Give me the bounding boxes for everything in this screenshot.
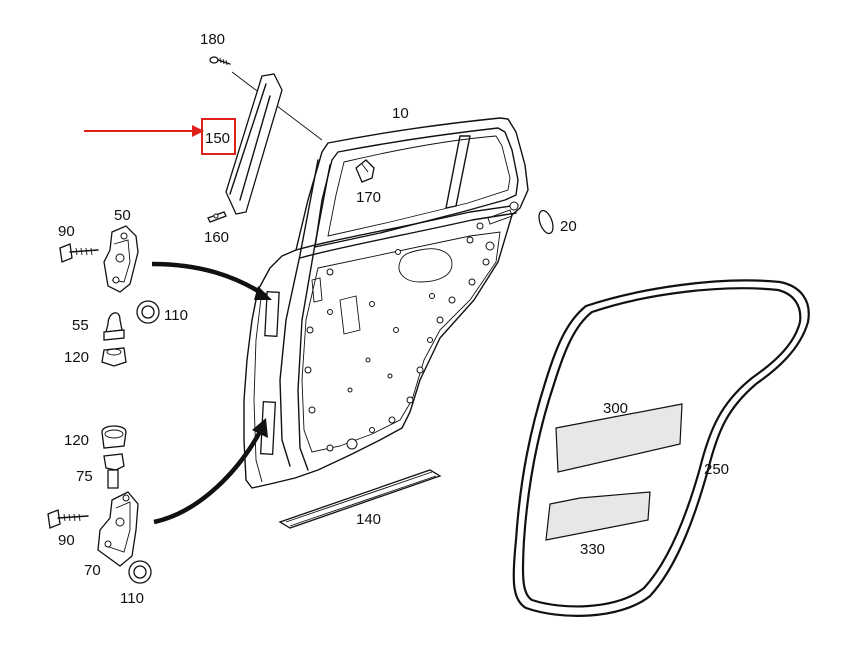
label-170: 170 [356,189,381,206]
door-seal-250 [512,279,810,617]
arrowhead-upper [254,286,272,300]
label-panel-330 [545,491,651,541]
door-shell [243,117,529,489]
label-120-bottom: 120 [64,432,89,449]
label-110-bottom: 110 [120,590,144,607]
label-75: 75 [76,468,93,485]
label-330: 330 [580,541,605,558]
label-150: 150 [205,130,230,147]
clip-170 [355,159,375,183]
label-250: 250 [704,461,729,478]
label-55: 55 [72,317,89,334]
highlight-box [201,118,236,155]
highlight-arrowhead [192,125,204,137]
clip-160 [207,211,227,223]
nut-120-top [101,347,127,367]
hinge-70 [97,491,139,567]
plug-20 [538,209,554,235]
screw-180 [209,56,231,66]
label-90-top: 90 [58,223,75,240]
label-180: 180 [200,31,225,48]
label-140: 140 [356,511,381,528]
pin-55 [103,312,125,341]
window-channel-150 [225,73,283,215]
label-70: 70 [84,562,101,579]
nut-120-bottom [101,425,127,449]
label-120-top: 120 [64,349,89,366]
nut-110-bottom [128,560,152,584]
screw-90-bottom [47,509,89,529]
label-110-top: 110 [164,307,188,324]
screw-90-top [59,243,99,263]
arrow-lower-hinge [153,426,264,525]
pin-75 [103,453,125,489]
label-160: 160 [204,229,229,246]
arrow-upper-hinge [151,261,268,298]
trim-strip-140 [278,469,442,529]
nut-110-top [136,300,160,324]
label-300: 300 [603,400,628,417]
label-50: 50 [114,207,131,224]
hinge-50 [103,225,139,293]
label-90-bottom: 90 [58,532,75,549]
label-20: 20 [560,218,577,235]
arrowhead-lower [252,418,268,438]
label-10: 10 [392,105,409,122]
label-panel-300 [555,403,683,473]
